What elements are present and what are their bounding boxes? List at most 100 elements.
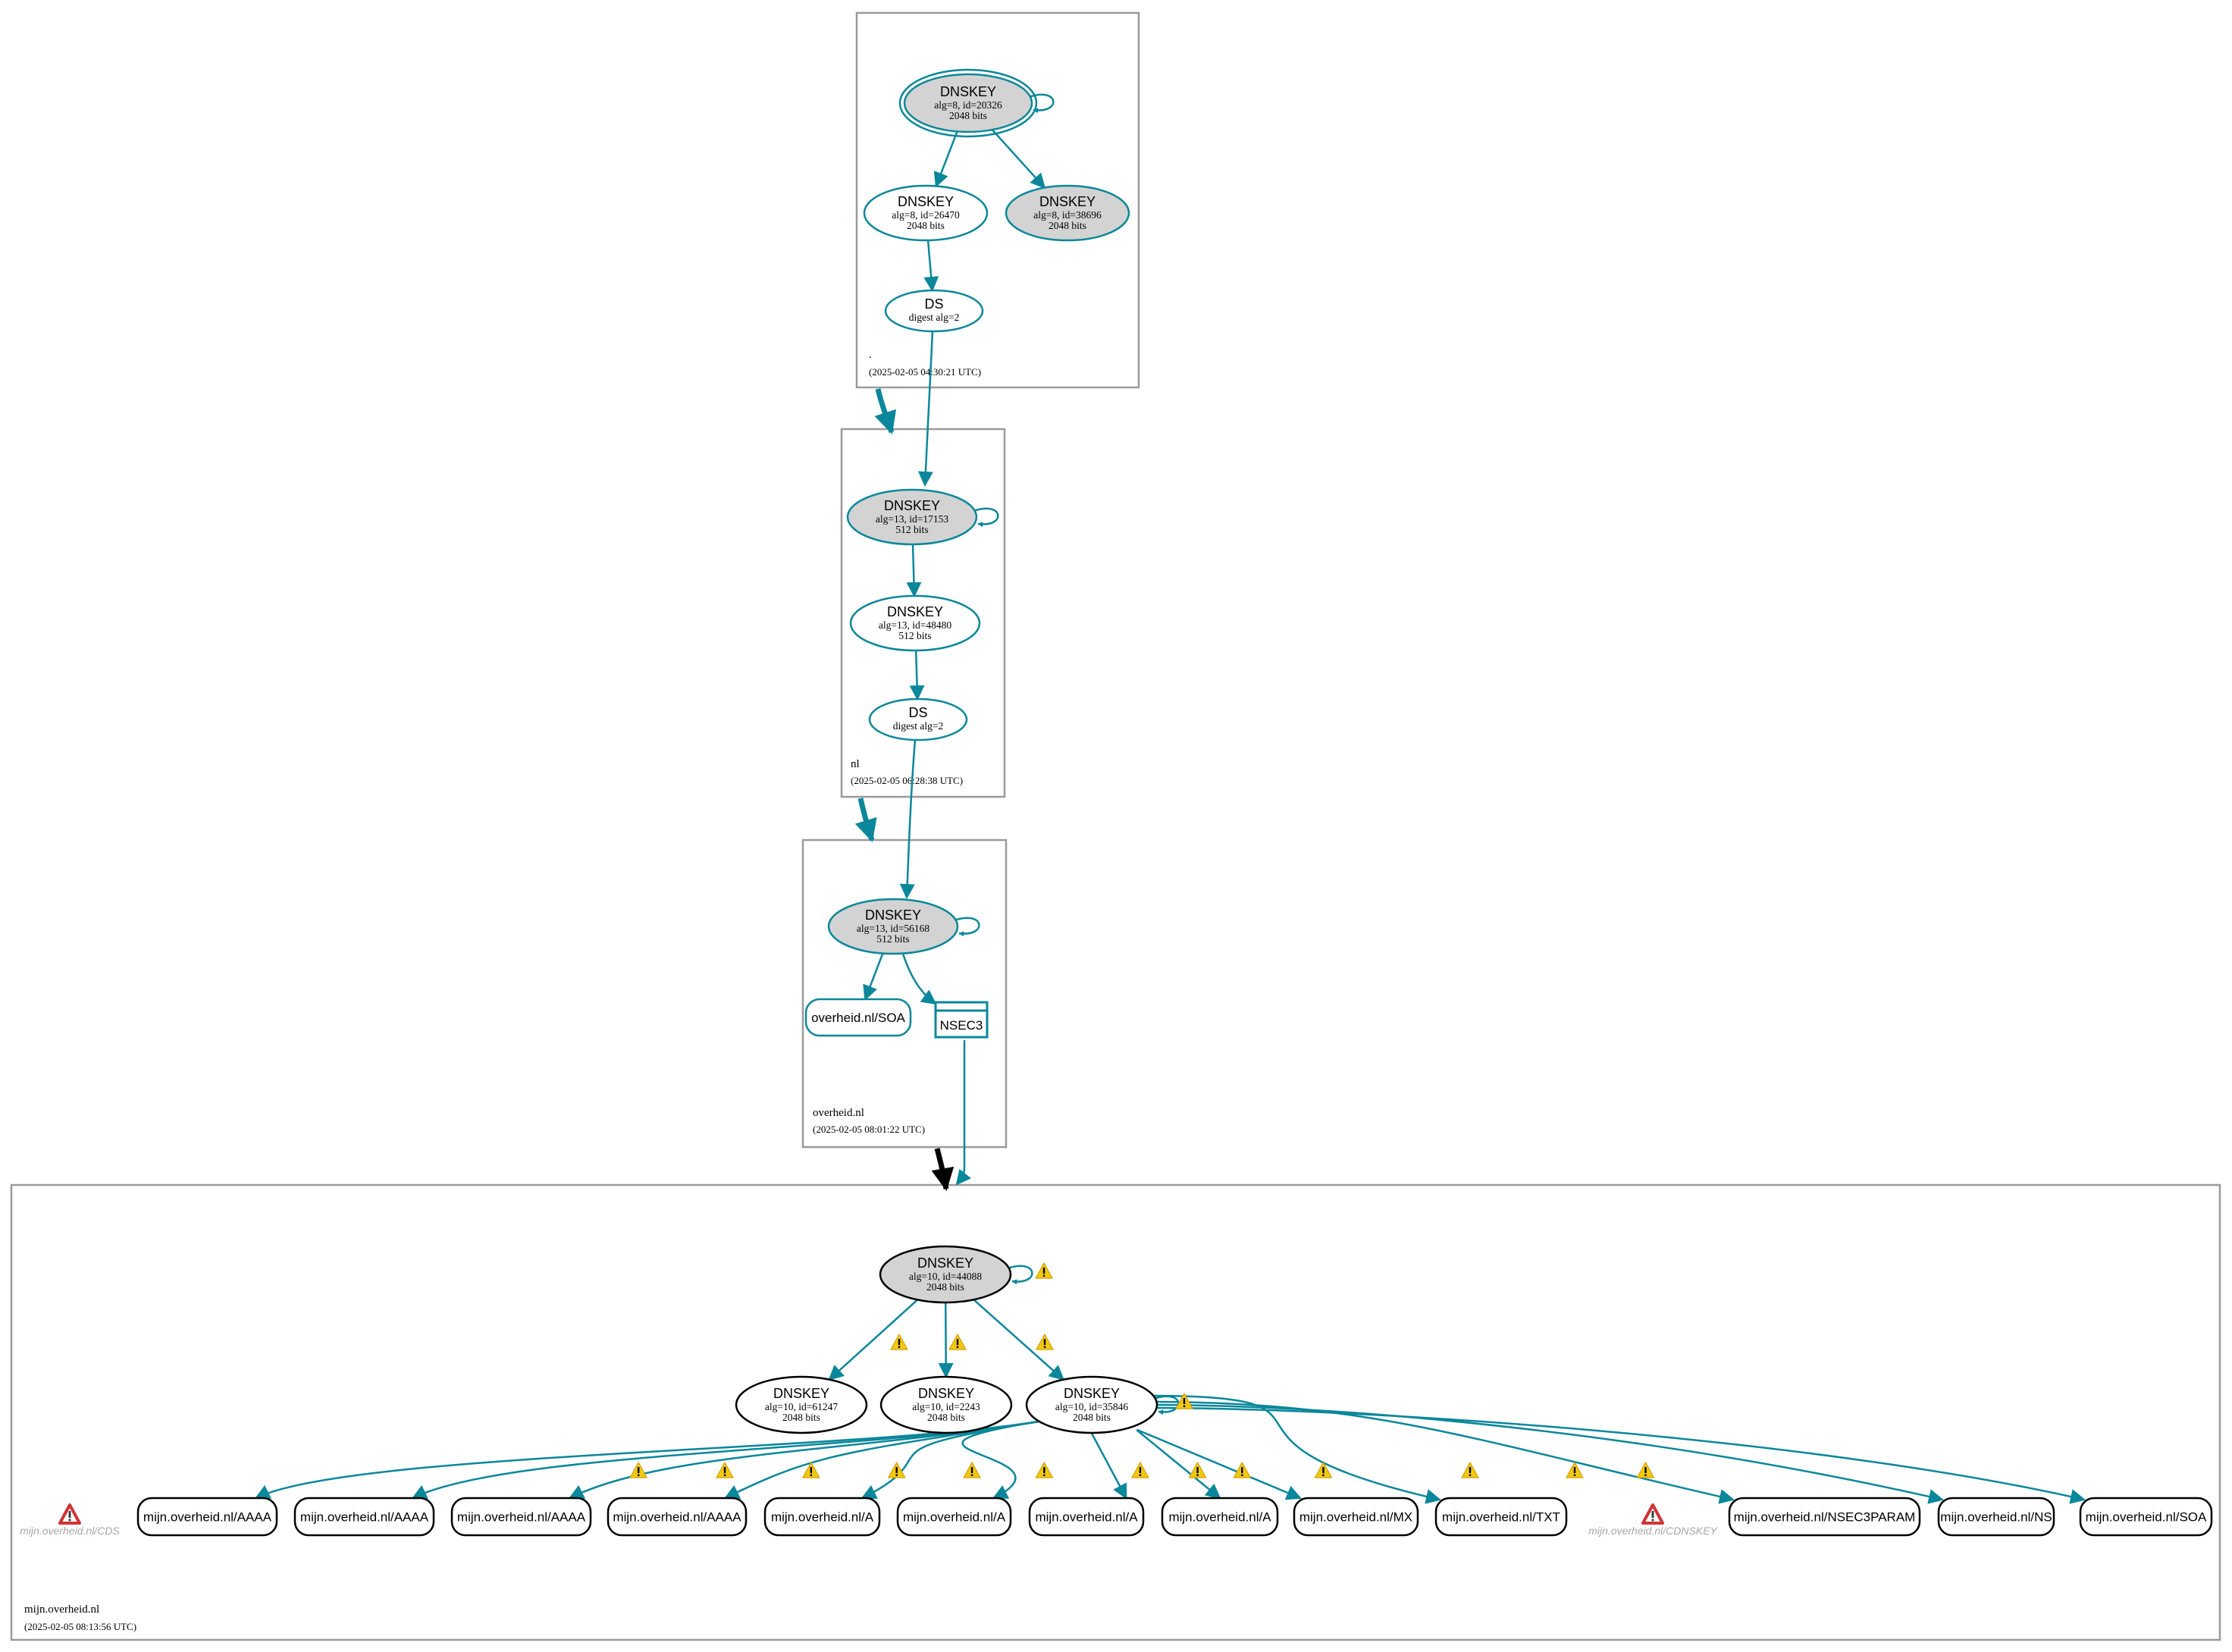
rrset-node[interactable]: mijn.overheid.nl/MX [1293,1497,1419,1537]
node-key-size: 2048 bits [949,110,987,121]
warning-icon [948,1334,967,1350]
signature-edge [973,1299,1065,1381]
warning-icon [1036,1334,1054,1350]
rrset-label: mijn.overheid.nl/AAAA [300,1510,429,1525]
signature-edge [863,953,884,1001]
node-title: DNSKEY [1064,1386,1120,1401]
delegation-arrow-nl-to-overheid [854,798,877,842]
node-title: DNSKEY [887,604,943,619]
warning-icon [716,1462,734,1478]
node-key-id: alg=10, id=35846 [1055,1401,1128,1412]
signature-edge [909,650,925,701]
zone-timestamp: (2025-02-05 04:30:21 UTC) [869,366,981,378]
node-key-id: alg=13, id=56168 [857,923,929,934]
signature-edge [901,953,937,1005]
rrset-node[interactable]: mijn.overheid.nl/A [1161,1497,1279,1537]
zone-timestamp: (2025-02-05 08:01:22 UTC) [813,1124,925,1135]
node-title: DNSKEY [898,194,954,209]
node-key-id: alg=8, id=20326 [934,99,1002,111]
rrset-label: mijn.overheid.nl/NSEC3PARAM [1734,1510,1916,1525]
self-signature-edge [954,917,980,937]
signature-edge [1136,1428,1302,1500]
signature-edge [938,1302,954,1378]
warning-icon [1188,1462,1207,1478]
zone-timestamp: (2025-02-05 06:28:38 UTC) [851,775,963,786]
rrset-label: mijn.overheid.nl/A [1168,1510,1271,1525]
rrset-label: mijn.overheid.nl/A [903,1510,1006,1525]
signature-edge [923,240,939,293]
rrset-label: mijn.overheid.nl/MX [1299,1510,1412,1525]
node-key-id: alg=10, id=44088 [909,1271,982,1282]
signature-edge [1136,1429,1221,1500]
rrset-node[interactable]: overheid.nl/SOA [804,998,912,1037]
rrset-node[interactable]: mijn.overheid.nl/AAAA [607,1497,748,1537]
warning-icon [963,1462,981,1478]
zone-name: nl [851,758,860,770]
nsec3-node[interactable]: NSEC3 [934,1001,989,1039]
zone-name: overheid.nl [813,1107,864,1119]
warning-icon [1035,1462,1053,1478]
rrset-label: mijn.overheid.nl/AAAA [457,1510,586,1525]
error-icon [58,1503,81,1525]
node-key-id: alg=8, id=26470 [892,209,960,221]
node-key-size: 512 bits [895,524,928,535]
node-key-size: 2048 bits [907,220,945,231]
signature-edge [861,1420,1039,1500]
node-key-size: 512 bits [876,933,909,945]
rrset-node[interactable]: mijn.overheid.nl/A [896,1497,1012,1537]
node-key-id: alg=8, id=38696 [1033,209,1102,221]
self-signature-edge [973,507,999,528]
signature-edge [1089,1429,1127,1500]
rrset-node[interactable]: mijn.overheid.nl/TXT [1434,1497,1568,1537]
node-detail: digest alg=2 [909,312,959,323]
rrset-node[interactable]: mijn.overheid.nl/NSEC3PARAM [1728,1497,1921,1537]
warning-icon [1461,1462,1479,1478]
error-icon [1641,1503,1664,1525]
node-key-id: alg=13, id=48480 [879,619,951,631]
signature-edge [955,1040,972,1186]
node-key-size: 2048 bits [926,1281,964,1293]
rrset-node[interactable]: mijn.overheid.nl/AAAA [293,1497,435,1537]
missing-rrset-label[interactable]: mijn.overheid.nl/CDS [20,1525,120,1537]
missing-rrset-label[interactable]: mijn.overheid.nl/CDNSKEY [1588,1525,1718,1537]
zone-timestamp: (2025-02-05 08:13:56 UTC) [24,1621,136,1632]
rrset-node[interactable]: mijn.overheid.nl/SOA [2079,1497,2213,1537]
rrset-node[interactable]: mijn.overheid.nl/A [763,1497,881,1537]
node-title: DNSKEY [884,498,940,513]
signature-edge [991,129,1046,190]
zone-name: mijn.overheid.nl [24,1603,99,1616]
rrset-label: mijn.overheid.nl/SOA [2086,1510,2207,1525]
node-detail: digest alg=2 [893,720,943,732]
rrset-label: mijn.overheid.nl/A [1035,1510,1138,1525]
rrset-node[interactable]: mijn.overheid.nl/NS [1937,1497,2055,1537]
rrset-node[interactable]: mijn.overheid.nl/AAAA [450,1497,592,1537]
signature-edge [906,544,922,598]
rrset-node[interactable]: mijn.overheid.nl/A [1028,1497,1145,1537]
node-title: DNSKEY [917,1255,973,1271]
signature-edge [828,1299,918,1381]
signature-edge [899,739,917,899]
signature-edge [723,1420,1039,1500]
node-key-id: alg=10, id=2243 [912,1401,980,1412]
rrset-label: mijn.overheid.nl/A [771,1510,874,1525]
delegation-arrow-root-to-nl [874,388,897,434]
node-title: DNSKEY [773,1386,829,1401]
rrset-node[interactable]: mijn.overheid.nl/AAAA [136,1497,278,1537]
node-title: DNSKEY [940,84,996,99]
zone-overheid: overheid.nl (2025-02-05 08:01:22 UTC) [801,839,1008,1149]
warning-icon [1131,1462,1149,1478]
signature-edge [1146,1403,1944,1504]
